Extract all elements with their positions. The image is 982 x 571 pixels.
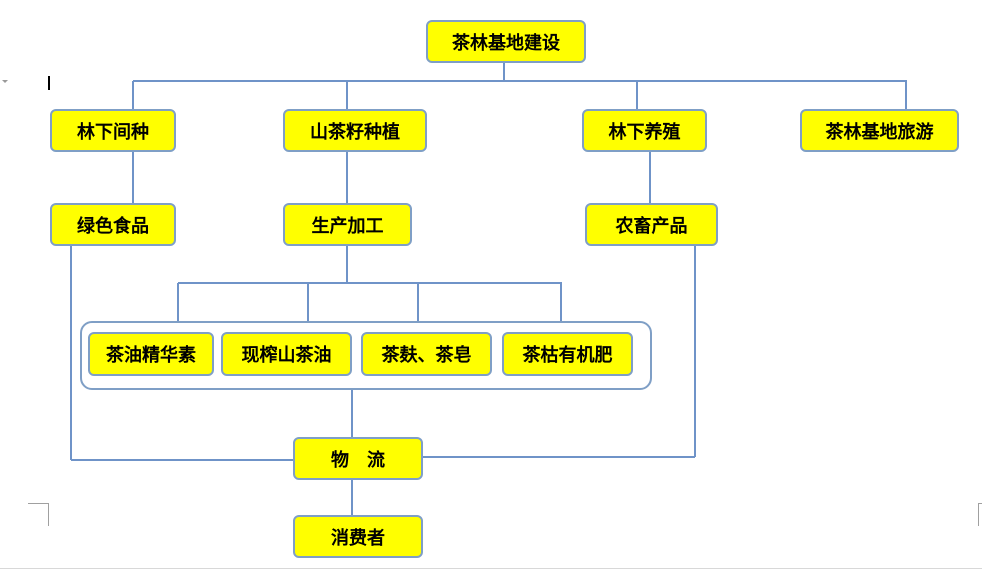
page-bottom-edge bbox=[0, 568, 982, 569]
node-lin-xia-yang-zhi-label: 林下养殖 bbox=[608, 121, 681, 143]
node-nong-xu-chan-pin-label: 农畜产品 bbox=[615, 215, 688, 237]
node-cha-ku-you-ji-fei[interactable]: 茶枯有机肥 bbox=[502, 332, 633, 376]
node-shan-cha-zi-zhong-zhi-label: 山茶籽种植 bbox=[310, 121, 400, 143]
node-xian-zha-shan-cha-you-label: 现榨山茶油 bbox=[241, 345, 332, 366]
node-cha-you-jing-hua-su-label: 茶油精华素 bbox=[106, 345, 196, 366]
node-sheng-chan-jia-gong-label: 生产加工 bbox=[311, 215, 384, 237]
node-root[interactable]: 茶林基地建设 bbox=[426, 20, 586, 63]
node-lin-xia-yang-zhi[interactable]: 林下养殖 bbox=[582, 109, 707, 152]
node-xiao-fei-zhe[interactable]: 消费者 bbox=[293, 515, 423, 558]
node-lin-xia-jian-zhong-label: 林下间种 bbox=[77, 121, 149, 143]
products-group bbox=[80, 321, 652, 390]
node-lin-xia-jian-zhong[interactable]: 林下间种 bbox=[50, 109, 176, 152]
node-xiao-fei-zhe-label: 消费者 bbox=[331, 527, 385, 549]
node-cha-lin-lv-you-label: 茶林基地旅游 bbox=[825, 121, 934, 143]
node-cha-fu-cha-zao[interactable]: 茶麸、茶皂 bbox=[361, 332, 492, 376]
node-lv-se-shi-pin[interactable]: 绿色食品 bbox=[50, 203, 176, 246]
node-wu-liu[interactable]: 物 流 bbox=[293, 437, 423, 480]
node-root-label: 茶林基地建设 bbox=[452, 32, 560, 54]
page-corner-left-marker bbox=[28, 503, 49, 526]
node-xian-zha-shan-cha-you[interactable]: 现榨山茶油 bbox=[221, 332, 352, 376]
node-cha-lin-lv-you[interactable]: 茶林基地旅游 bbox=[800, 109, 959, 152]
node-lv-se-shi-pin-label: 绿色食品 bbox=[77, 215, 149, 237]
page-corner-right-marker bbox=[978, 503, 982, 526]
text-cursor bbox=[48, 76, 50, 90]
node-cha-you-jing-hua-su[interactable]: 茶油精华素 bbox=[88, 332, 214, 376]
node-sheng-chan-jia-gong[interactable]: 生产加工 bbox=[283, 203, 412, 246]
node-cha-fu-cha-zao-label: 茶麸、茶皂 bbox=[381, 345, 472, 366]
margin-marker-icon bbox=[2, 80, 8, 83]
node-cha-ku-you-ji-fei-label: 茶枯有机肥 bbox=[522, 345, 613, 366]
node-nong-xu-chan-pin[interactable]: 农畜产品 bbox=[585, 203, 718, 246]
node-wu-liu-label: 物 流 bbox=[331, 449, 385, 471]
node-shan-cha-zi-zhong-zhi[interactable]: 山茶籽种植 bbox=[283, 109, 427, 152]
